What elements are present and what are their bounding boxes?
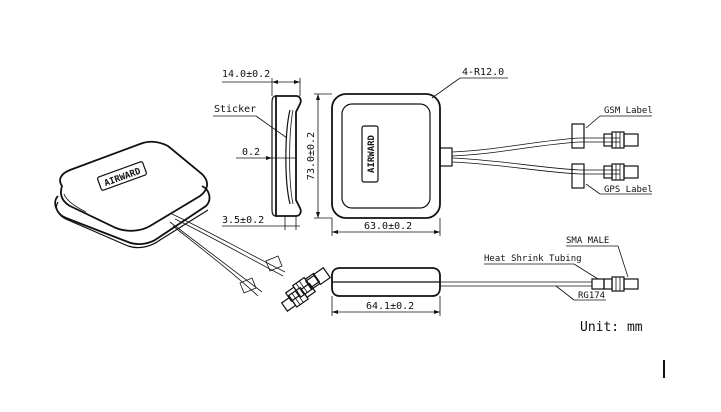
sma-male-label: SMA MALE (566, 236, 609, 246)
sticker-label: Sticker (214, 104, 256, 115)
unit-label: Unit: mm (580, 320, 643, 335)
front-view: 64.1±0.2 SMA MALE Heat Shrink Tubing RG1… (331, 236, 639, 316)
isometric-view: AIRWARD (54, 140, 332, 312)
side-view: 14.0±0.2 Sticker 0.2 3.5±0.2 (213, 69, 302, 230)
bottom-width-label: 64.1±0.2 (366, 301, 414, 312)
gps-connector (603, 163, 639, 181)
gsm-label-text: GSM Label (604, 106, 653, 116)
top-view: AIRWARD GSM Label (306, 67, 653, 236)
width-label: 63.0±0.2 (364, 221, 412, 232)
sticker-thickness-label: 0.2 (242, 147, 260, 158)
top-brand-text: AIRWARD (367, 134, 377, 173)
heat-shrink-label: Heat Shrink Tubing (484, 254, 582, 264)
gsm-connector (603, 131, 639, 149)
isometric-brand-text: AIRWARD (103, 166, 143, 189)
height-label: 73.0±0.2 (306, 132, 317, 180)
side-width-label: 14.0±0.2 (222, 69, 270, 80)
cable-type-label: RG174 (578, 291, 605, 301)
base-thickness-label: 3.5±0.2 (222, 215, 264, 226)
gps-label-text: GPS Label (604, 185, 653, 195)
corner-radius-label: 4-R12.0 (462, 67, 504, 78)
